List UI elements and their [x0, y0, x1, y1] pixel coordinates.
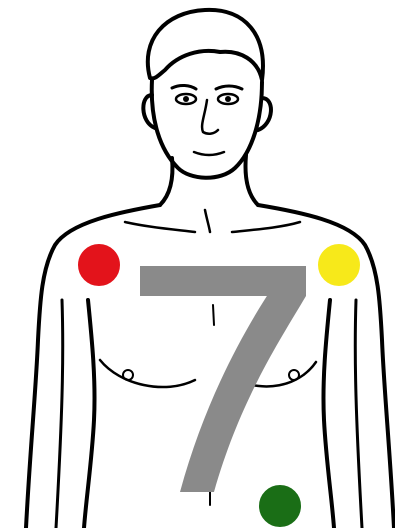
- seven-stem: [180, 266, 306, 492]
- right-clavicle: [232, 222, 300, 232]
- left-inner-arm: [56, 300, 63, 528]
- sternal-notch: [205, 210, 210, 232]
- right-pupil: [225, 96, 231, 102]
- right-nipple: [289, 370, 299, 380]
- electrode-red: [77, 243, 121, 287]
- left-eyebrow: [172, 85, 196, 89]
- left-torso-side: [84, 300, 95, 528]
- electrode-green: [258, 484, 302, 528]
- right-eyebrow: [216, 86, 242, 89]
- neck-left: [160, 158, 173, 205]
- overlay-numeral-seven: [140, 266, 306, 492]
- electrode-yellow: [317, 243, 361, 287]
- left-pupil: [183, 96, 189, 102]
- left-pectoral: [100, 360, 195, 387]
- right-inner-arm: [355, 300, 362, 528]
- hair-outline: [148, 10, 263, 80]
- left-clavicle: [125, 222, 195, 232]
- left-nipple: [123, 370, 133, 380]
- nose: [202, 100, 218, 134]
- neck-right: [246, 155, 259, 205]
- mouth: [194, 152, 224, 155]
- sternum-line: [213, 305, 214, 325]
- right-torso-side: [323, 300, 334, 528]
